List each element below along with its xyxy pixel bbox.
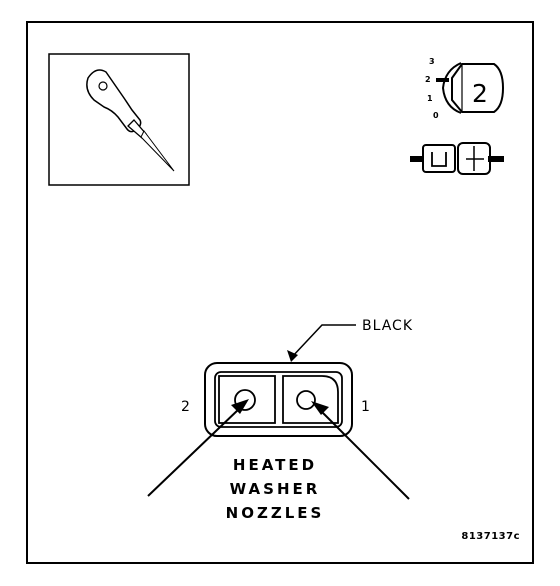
- mating-left-body: [422, 144, 456, 173]
- pin-1-label: 1: [361, 399, 370, 415]
- color-callout-line: [290, 324, 356, 359]
- view-digit-0: 0: [433, 111, 439, 120]
- pin-1-terminal: [296, 390, 316, 410]
- arrow-to-pin-2-head: [231, 399, 249, 414]
- view-digit-1: 1: [427, 94, 433, 103]
- probe-handle-hole: [98, 81, 108, 91]
- probe-tool-icon: [48, 53, 190, 186]
- probe-icon-frame: [48, 53, 190, 186]
- mating-right-lead: [488, 156, 504, 162]
- caption-line-3: NOZZLES: [226, 504, 325, 522]
- arrow-to-pin-1-shaft: [319, 409, 410, 500]
- diagram-border: [26, 21, 534, 564]
- probe-needle: [140, 130, 175, 172]
- connector-view-legend: 3 2 1 0 2: [425, 57, 505, 120]
- arrow-to-pin-2-shaft: [147, 407, 241, 497]
- figure-id: 8137137c: [461, 531, 520, 542]
- connector-cavity-outline: [214, 371, 343, 428]
- view-number: 2: [472, 79, 488, 108]
- color-callout-arrowhead: [287, 350, 298, 362]
- view-number-face: [451, 63, 505, 113]
- view-back-disc: [441, 62, 462, 114]
- view-digit-3: 3: [429, 57, 435, 66]
- view-pointer-mark: [436, 78, 449, 82]
- view-digit-2: 2: [425, 75, 431, 84]
- caption-line-2: WASHER: [230, 480, 321, 498]
- connector-color-label: BLACK: [362, 318, 413, 334]
- arrow-to-pin-1-head: [311, 401, 329, 415]
- connector-face: [204, 362, 353, 437]
- caption-line-1: HEATED: [233, 456, 317, 474]
- mating-connector-icon: [410, 142, 504, 175]
- mating-left-latch: [431, 152, 447, 167]
- pin-2-label: 2: [181, 399, 190, 415]
- mating-left-lead: [410, 156, 428, 162]
